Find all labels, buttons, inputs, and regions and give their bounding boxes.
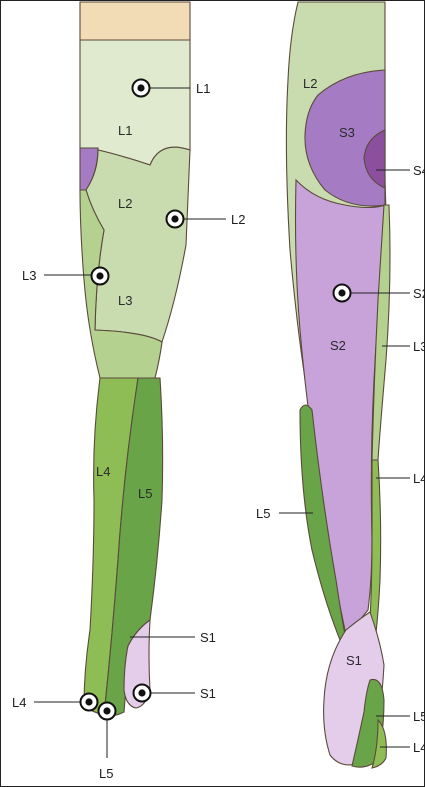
anterior-region-L1 [80, 40, 190, 165]
anterior-callout-L4-label: L4 [12, 695, 26, 710]
posterior-callout-S2-label: S2 [413, 286, 425, 301]
posterior-callout-L3-label: L3 [413, 339, 425, 354]
anterior-leg [80, 2, 190, 716]
anterior-callout-L2: L2 [167, 211, 246, 228]
anterior-label-L4: L4 [96, 464, 110, 479]
anterior-callout-S1-lower: S1 [134, 685, 216, 702]
posterior-label-S1: S1 [346, 653, 362, 668]
posterior-label-L2: L2 [303, 76, 317, 91]
anterior-callout-L3-label: L3 [22, 268, 36, 283]
posterior-callout-L3: L3 [382, 339, 425, 354]
posterior-callout-L4-label: L4 [413, 471, 425, 486]
anterior-label-L2: L2 [118, 196, 132, 211]
posterior-label-S3: S3 [339, 125, 355, 140]
anterior-callout-S1-lower-label: S1 [200, 686, 216, 701]
posterior-label-S2: S2 [330, 338, 346, 353]
anterior-callout-L2-label: L2 [231, 212, 245, 227]
posterior-callout-L5-lateral-label: L5 [256, 506, 270, 521]
posterior-callout-L5-lateral: L5 [256, 506, 313, 521]
anterior-callout-S1-upper-label: S1 [200, 630, 216, 645]
anterior-skin-area [80, 2, 190, 40]
anterior-callout-L3: L3 [22, 268, 109, 285]
posterior-callout-L4-foot-label: L4 [413, 740, 425, 755]
anterior-callout-L5: L5 [99, 703, 116, 782]
posterior-leg [286, 2, 390, 768]
anterior-callout-L5-label: L5 [99, 766, 113, 781]
anterior-label-L1: L1 [118, 123, 132, 138]
anterior-label-L5: L5 [138, 486, 152, 501]
anterior-label-L3: L3 [118, 293, 132, 308]
posterior-callout-L4: L4 [376, 471, 425, 486]
posterior-callout-S4-label: S4 [413, 163, 425, 178]
anterior-callout-L4: L4 [12, 694, 98, 711]
posterior-callout-L5-foot-label: L5 [413, 709, 425, 724]
anterior-callout-L1-label: L1 [196, 81, 210, 96]
